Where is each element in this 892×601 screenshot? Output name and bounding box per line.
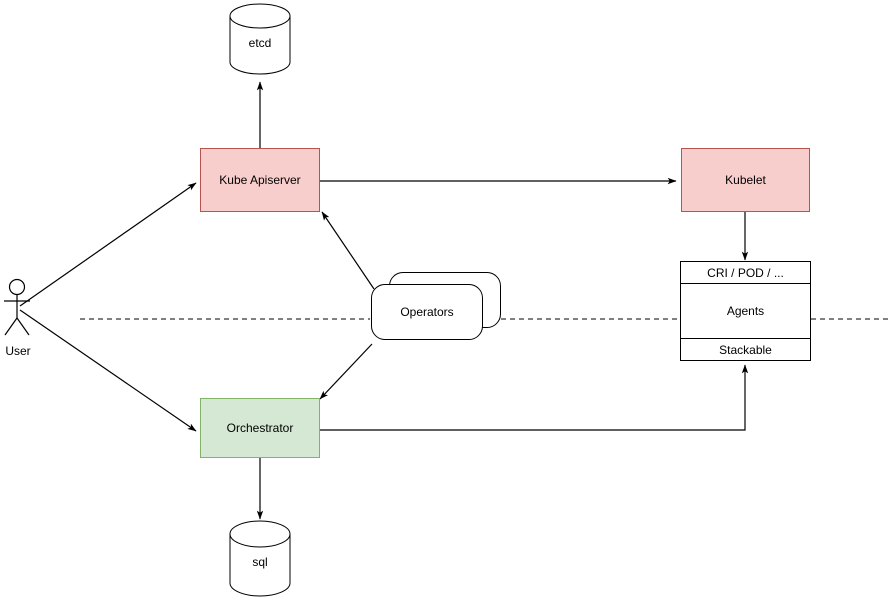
node-user-label: User: [5, 344, 31, 358]
node-kube-apiserver-label: Kube Apiserver: [219, 172, 301, 187]
node-orchestrator[interactable]: Orchestrator: [200, 398, 320, 458]
operators-card-front[interactable]: Operators: [371, 284, 483, 340]
edge-operators-to-kube-apiserver: [321, 211, 375, 290]
agents-bottom-band-label: Stackable: [719, 342, 772, 357]
actor-icon: [4, 278, 30, 336]
node-kubelet-label: Kubelet: [725, 172, 766, 187]
node-etcd[interactable]: etcd: [229, 3, 291, 75]
node-operators[interactable]: Operators: [371, 272, 501, 340]
agents-body-label: Agents: [726, 304, 765, 318]
cylinder-shape: [229, 3, 291, 75]
node-user[interactable]: User: [2, 278, 36, 358]
edge-orchestrator-to-agents: [320, 364, 749, 431]
edge-operators-to-orchestrator: [319, 343, 373, 400]
cylinder-shape: [229, 520, 291, 597]
node-kubelet[interactable]: Kubelet: [681, 148, 810, 212]
node-orchestrator-label: Orchestrator: [226, 420, 294, 435]
agents-body: Agents: [681, 284, 810, 338]
node-etcd-label: etcd: [248, 36, 272, 50]
agents-top-band: CRI / POD / ...: [681, 262, 810, 284]
edge-user-to-orchestrator: [19, 309, 197, 432]
agents-top-band-label: CRI / POD / ...: [707, 265, 784, 280]
node-sql[interactable]: sql: [229, 519, 291, 598]
node-kube-apiserver[interactable]: Kube Apiserver: [200, 148, 320, 212]
edge-user-to-kube-apiserver: [19, 182, 197, 307]
node-agents[interactable]: CRI / POD / ... Agents Stackable: [680, 261, 811, 361]
node-operators-label: Operators: [400, 305, 454, 319]
agents-bottom-band: Stackable: [681, 338, 810, 360]
node-sql-label: sql: [252, 555, 268, 569]
